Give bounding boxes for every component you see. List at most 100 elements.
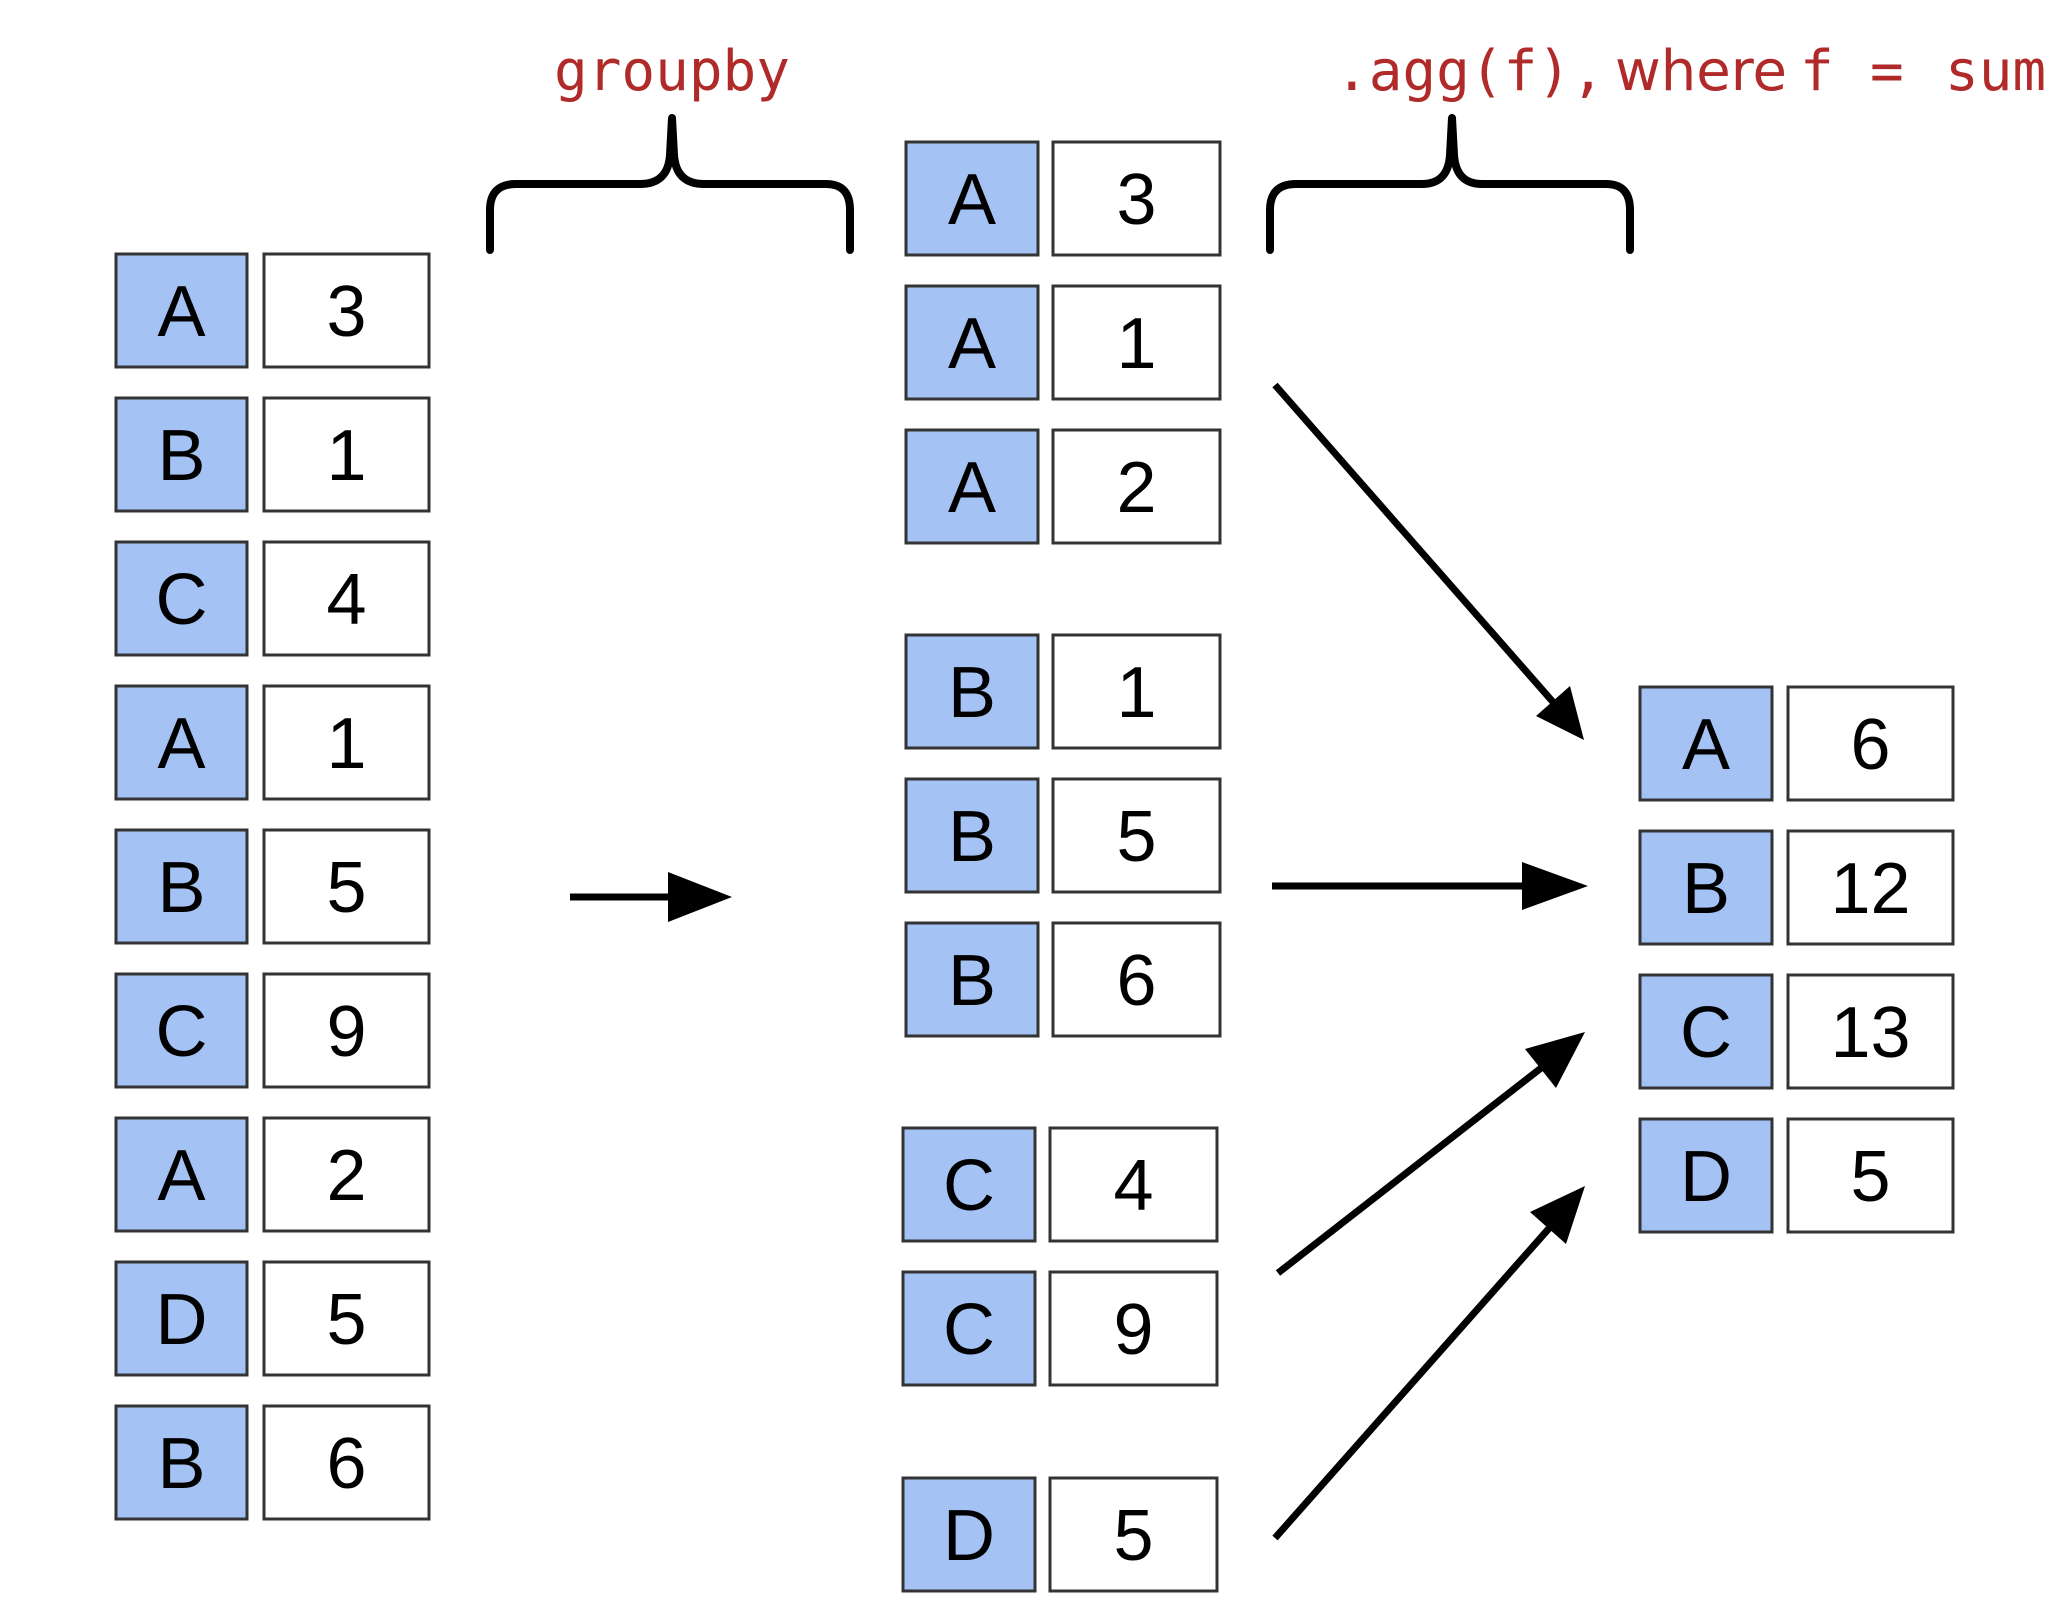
output-row: C 13 xyxy=(1638,973,1955,1090)
key-text: A xyxy=(948,448,996,528)
value-cell xyxy=(1051,633,1222,750)
key-cell xyxy=(901,1270,1037,1387)
input-row: A 3 xyxy=(114,252,431,369)
key-cell xyxy=(114,1116,249,1233)
agg-where-text: where xyxy=(1615,39,1787,104)
key-cell xyxy=(114,1260,249,1377)
value-text: 5 xyxy=(1116,797,1156,877)
group-row: B 5 xyxy=(904,777,1222,894)
key-cell xyxy=(114,540,249,657)
group-row: C 4 xyxy=(901,1126,1219,1243)
output-row: A 6 xyxy=(1638,685,1955,802)
value-cell xyxy=(1051,284,1222,401)
key-cell xyxy=(114,1404,249,1521)
key-text: A xyxy=(948,160,996,240)
key-text: B xyxy=(157,1424,205,1504)
key-text: C xyxy=(1680,993,1732,1073)
input-row: C 9 xyxy=(114,972,431,1089)
value-cell xyxy=(262,1260,431,1377)
key-cell xyxy=(114,828,249,945)
value-cell xyxy=(1051,140,1222,257)
key-text: B xyxy=(948,797,996,877)
agg-arrowhead-c xyxy=(1525,1032,1585,1088)
key-text: A xyxy=(157,1136,205,1216)
key-text: B xyxy=(157,848,205,928)
group-row: A 1 xyxy=(904,284,1222,401)
value-cell xyxy=(1051,777,1222,894)
agg-sum-text: sum xyxy=(1945,39,2046,104)
group-b: B 1 B 5 B 6 xyxy=(904,633,1222,1038)
value-text: 1 xyxy=(326,416,366,496)
value-text: 6 xyxy=(326,1424,366,1504)
value-cell xyxy=(262,972,431,1089)
input-row: D 5 xyxy=(114,1260,431,1377)
value-cell xyxy=(262,1116,431,1233)
key-cell xyxy=(1638,973,1774,1090)
key-text: C xyxy=(156,560,208,640)
key-cell xyxy=(1638,685,1774,802)
value-cell xyxy=(262,540,431,657)
value-cell xyxy=(1048,1476,1219,1593)
value-text: 3 xyxy=(1116,160,1156,240)
key-text: A xyxy=(948,304,996,384)
value-text: 9 xyxy=(1113,1290,1153,1370)
key-cell xyxy=(114,972,249,1089)
value-cell xyxy=(1786,829,1955,946)
value-text: 1 xyxy=(1116,653,1156,733)
value-text: 2 xyxy=(1116,448,1156,528)
value-cell xyxy=(1048,1270,1219,1387)
group-a: A 3 A 1 A 2 xyxy=(904,140,1222,545)
value-cell xyxy=(1786,973,1955,1090)
key-text: C xyxy=(156,992,208,1072)
input-table: A 3 B 1 C 4 A 1 xyxy=(114,252,431,1521)
agg-arrowhead-b xyxy=(1522,862,1588,910)
key-text: B xyxy=(948,653,996,733)
agg-arrow-d xyxy=(1272,1222,1555,1541)
value-cell xyxy=(1051,921,1222,1038)
key-text: B xyxy=(1682,849,1730,929)
value-text: 5 xyxy=(326,848,366,928)
group-row: A 3 xyxy=(904,140,1222,257)
value-text: 4 xyxy=(1113,1146,1153,1226)
key-text: A xyxy=(157,272,205,352)
value-cell xyxy=(1786,1117,1955,1234)
agg-equals-text: = xyxy=(1870,39,1904,104)
value-text: 6 xyxy=(1850,705,1890,785)
key-text: D xyxy=(1680,1137,1732,1217)
value-text: 5 xyxy=(1850,1137,1890,1217)
key-cell xyxy=(901,1476,1037,1593)
agg-arrow-c xyxy=(1275,1062,1548,1276)
value-cell xyxy=(262,1404,431,1521)
group-d: D 5 xyxy=(901,1476,1219,1593)
value-cell xyxy=(1786,685,1955,802)
value-cell xyxy=(1051,428,1222,545)
value-text: 2 xyxy=(326,1136,366,1216)
value-cell xyxy=(262,828,431,945)
output-row: B 12 xyxy=(1638,829,1955,946)
value-cell xyxy=(262,252,431,369)
key-text: C xyxy=(943,1146,995,1226)
groupby-label: groupby xyxy=(554,39,790,104)
input-row: B 6 xyxy=(114,1404,431,1521)
value-text: 1 xyxy=(326,704,366,784)
value-text: 6 xyxy=(1116,941,1156,1021)
key-text: C xyxy=(943,1290,995,1370)
agg-label: .agg(f), where f = sum xyxy=(1335,39,2046,104)
key-cell xyxy=(114,396,249,513)
key-cell xyxy=(901,1126,1037,1243)
group-row: B 1 xyxy=(904,633,1222,750)
input-row: B 1 xyxy=(114,396,431,513)
value-cell xyxy=(1048,1126,1219,1243)
input-row: B 5 xyxy=(114,828,431,945)
output-table: A 6 B 12 C 13 D 5 xyxy=(1638,685,1955,1234)
key-cell xyxy=(904,921,1040,1038)
group-row: B 6 xyxy=(904,921,1222,1038)
value-text: 3 xyxy=(326,272,366,352)
key-cell xyxy=(114,252,249,369)
value-text: 9 xyxy=(326,992,366,1072)
agg-arrowhead-a xyxy=(1536,686,1584,740)
value-text: 12 xyxy=(1830,849,1910,929)
key-cell xyxy=(904,140,1040,257)
agg-arrowhead-d xyxy=(1530,1186,1585,1244)
